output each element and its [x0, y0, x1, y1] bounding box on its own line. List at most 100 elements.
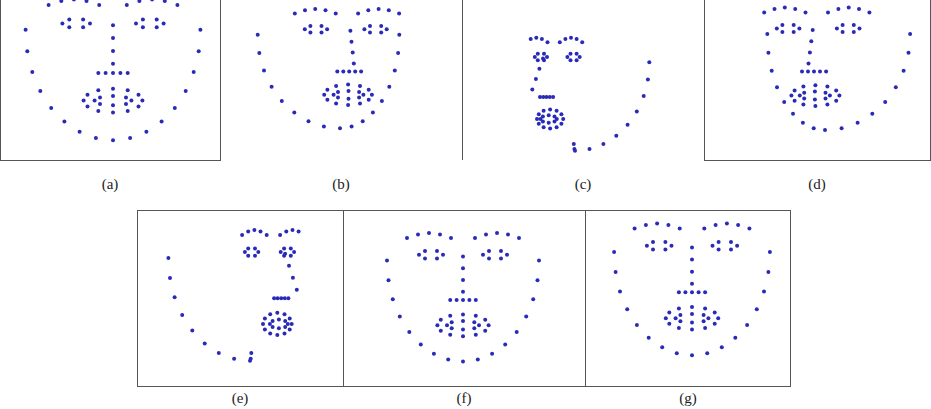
panel-label: (c) [575, 176, 592, 193]
landmark-dot [155, 25, 159, 29]
landmark-dot [484, 232, 488, 236]
landmark-dot [262, 69, 266, 73]
landmark-dot [729, 248, 733, 252]
landmark-dot [677, 326, 681, 330]
landmark-dot [162, 21, 166, 25]
landmark-dot [690, 258, 694, 262]
landmark-dot [524, 315, 528, 319]
landmark-dot [547, 113, 551, 117]
landmark-dot [350, 125, 354, 129]
landmark-dot [703, 307, 707, 311]
landmark-dot [762, 10, 766, 14]
landmark-dot [166, 256, 170, 260]
landmark-dot [67, 25, 71, 29]
landmark-dot [765, 32, 769, 36]
landmark-dot [780, 23, 784, 27]
landmark-dot [249, 351, 253, 355]
landmark-dot [308, 31, 312, 35]
landmark-dot [702, 313, 706, 317]
landmark-dot [612, 250, 616, 254]
landmark-dot [288, 328, 292, 332]
landmark-dot [284, 229, 288, 233]
landmark-dot [377, 7, 381, 11]
landmark-dot [423, 256, 427, 260]
landmark-dot [789, 94, 793, 98]
landmark-dot [801, 103, 805, 107]
landmark-dot [435, 249, 439, 253]
landmark-dot [303, 27, 307, 31]
landmark-dot [417, 253, 421, 257]
landmark-dot [542, 52, 546, 56]
landmark-dot [137, 93, 141, 97]
landmark-dot [547, 121, 551, 125]
landmark-dot [517, 236, 521, 240]
landmark-dot [646, 77, 650, 81]
landmark-dot [275, 311, 279, 315]
landmark-dot [362, 27, 366, 31]
landmark-dot [97, 3, 101, 7]
landmark-dot [368, 24, 372, 28]
landmark-dot [111, 103, 115, 107]
landmark-dot [144, 130, 148, 134]
landmark-dot [575, 52, 579, 56]
face-landmarks [529, 36, 652, 153]
landmark-dot [793, 99, 797, 103]
landmark-dot [59, 0, 63, 3]
landmark-dot [535, 117, 539, 121]
landmark-dot [438, 232, 442, 236]
landmark-dot [448, 314, 452, 318]
landmark-dot [198, 28, 202, 32]
landmark-dot [268, 332, 272, 336]
landmark-dot [283, 332, 287, 336]
landmark-dot [232, 357, 236, 361]
landmark-dot [271, 325, 275, 329]
landmark-dot [559, 112, 563, 116]
landmark-dot [252, 228, 256, 232]
landmark-dot [366, 8, 370, 12]
landmark-dot [350, 40, 354, 44]
landmark-dot [346, 103, 350, 107]
landmark-dot [667, 311, 671, 315]
landmark-dot [240, 233, 244, 237]
landmark-dot [439, 318, 443, 322]
panel-label: (d) [808, 176, 826, 193]
landmark-dot [140, 99, 144, 103]
landmark-dot [555, 109, 559, 113]
landmark-dot [569, 52, 573, 56]
landmark-dot [104, 71, 108, 75]
landmark-dot [249, 357, 253, 361]
landmark-dot [644, 223, 648, 227]
landmark-dot [825, 103, 829, 107]
landmark-dot [461, 290, 465, 294]
landmark-dot [289, 254, 293, 258]
landmark-dot [280, 99, 284, 103]
landmark-dot [813, 90, 817, 94]
landmark-dot [841, 30, 845, 34]
landmark-dot [446, 358, 450, 362]
landmark-dot [572, 142, 576, 146]
landmark-dot [540, 37, 544, 41]
landmark-dot [385, 259, 389, 263]
landmark-dot [660, 345, 664, 349]
landmark-dot [770, 69, 774, 73]
landmark-dot [626, 123, 630, 127]
landmark-dot [111, 87, 115, 91]
landmark-dot [834, 88, 838, 92]
landmark-dot [793, 7, 797, 11]
landmark-dot [86, 105, 90, 109]
landmark-dot [380, 99, 384, 103]
landmark-dot [773, 7, 777, 11]
landmark-dot [134, 21, 138, 25]
landmark-dot [647, 336, 651, 340]
landmark-dot [664, 316, 668, 320]
landmark-dot [499, 249, 503, 253]
landmark-dot [141, 17, 145, 21]
landmark-dot [271, 319, 275, 323]
landmark-dot [473, 236, 477, 240]
landmark-dot [358, 84, 362, 88]
landmark-dot [678, 313, 682, 317]
landmark-dot [775, 85, 779, 89]
landmark-dot [474, 333, 478, 337]
landmark-dot [580, 40, 584, 44]
landmark-dot [542, 109, 546, 113]
